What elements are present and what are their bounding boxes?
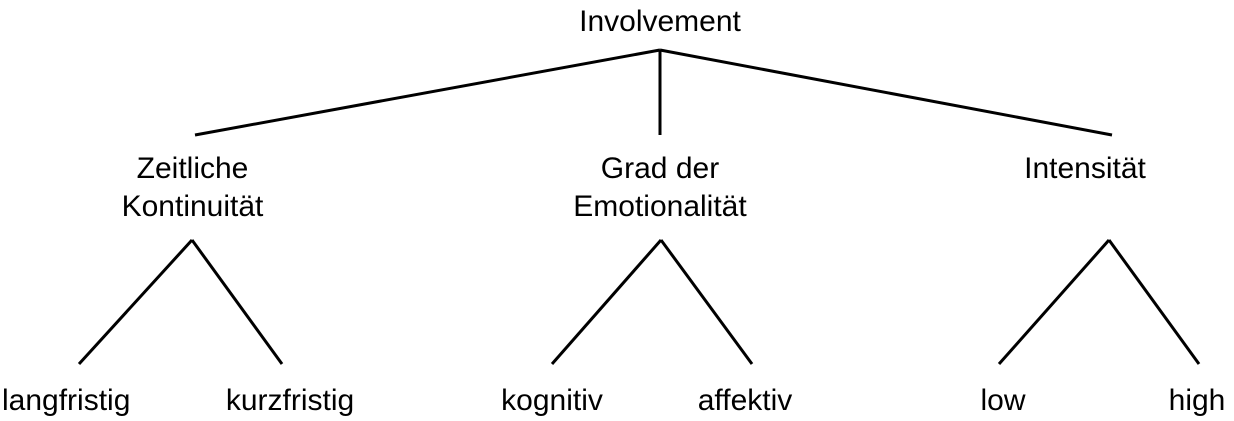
- leaf-label: affektiv: [697, 384, 793, 417]
- leaf-label: low: [980, 384, 1026, 417]
- branch-label-line-1: Grad der: [600, 152, 720, 185]
- edge-grad-to-affektiv: [659, 239, 754, 365]
- leaf-node-kurzfristig: kurzfristig: [210, 382, 370, 420]
- edge-zeitliche-to-langfristig: [77, 238, 194, 366]
- leaf-node-high: high: [1160, 382, 1234, 420]
- root-label: Involvement: [579, 5, 741, 38]
- root-node-involvement: Involvement: [560, 3, 760, 41]
- leaf-label: kognitiv: [501, 384, 603, 417]
- leaf-label: langfristig: [2, 384, 131, 417]
- leaf-node-langfristig: langfristig: [0, 382, 148, 420]
- leaf-label: kurzfristig: [225, 384, 355, 417]
- branch-label-line-2: Emotionalität: [573, 190, 747, 223]
- edge-intensitaet-to-low: [997, 239, 1111, 365]
- branch-node-intensitaet: Intensität: [1000, 150, 1170, 188]
- leaf-label: high: [1168, 384, 1226, 417]
- branch-label-line-1: Zeitliche: [136, 152, 249, 185]
- leaf-node-kognitiv: kognitiv: [488, 382, 616, 420]
- branch-label-line-1: Intensität: [1024, 152, 1146, 185]
- edge-root-to-zeitliche: [194, 48, 661, 137]
- edge-grad-to-kognitiv: [550, 239, 663, 365]
- branch-node-zeitliche-kontinuitaet: Zeitliche Kontinuität: [100, 150, 285, 226]
- branch-node-grad-der-emotionalitaet: Grad der Emotionalität: [560, 150, 760, 226]
- edge-intensitaet-to-high: [1107, 239, 1201, 365]
- edge-zeitliche-to-kurzfristig: [190, 239, 284, 365]
- edge-root-to-intensitaet: [659, 48, 1113, 137]
- leaf-node-low: low: [968, 382, 1038, 420]
- leaf-node-affektiv: affektiv: [684, 382, 806, 420]
- branch-label-line-2: Kontinuität: [121, 190, 264, 223]
